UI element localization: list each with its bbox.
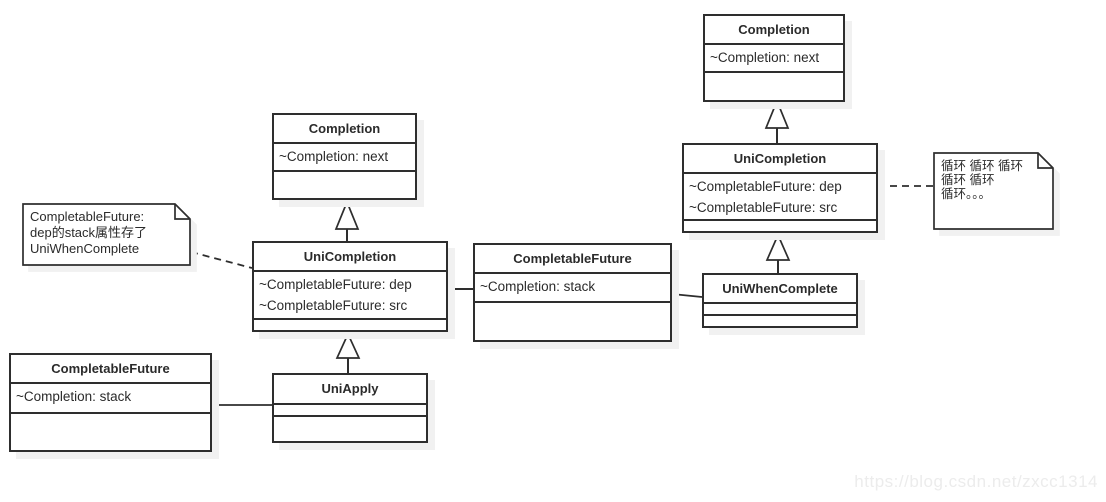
note-line: UniWhenComplete — [30, 241, 140, 256]
note-line: 循环。。。 — [941, 187, 992, 201]
class-title: UniApply — [321, 381, 379, 396]
note-line: 循环 循环 — [941, 173, 995, 187]
class-title: Completion — [738, 22, 810, 37]
note-shape-icon — [22, 203, 191, 266]
class-attribute: ~CompletableFuture: dep — [689, 179, 842, 194]
class-title: UniWhenComplete — [722, 281, 838, 296]
inheritance-arrow-unicompletion-to-completion-mid — [334, 199, 360, 241]
class-title: UniCompletion — [733, 151, 827, 166]
class-attribute: ~Completion: next — [710, 50, 820, 65]
class-methods-empty — [684, 219, 876, 231]
class-box-completablefuture-left: CompletableFuture ~Completion: stack — [9, 353, 212, 452]
class-attribute: ~Completion: stack — [480, 279, 596, 294]
class-box-uniwhencomplete: UniWhenComplete — [702, 273, 858, 328]
note-link-left-dashed — [190, 251, 253, 269]
class-attributes-empty — [704, 302, 856, 314]
class-attributes-empty — [274, 403, 426, 415]
note-shape-icon — [933, 152, 1054, 230]
class-methods-empty — [274, 415, 426, 441]
class-title: CompletableFuture — [51, 361, 170, 376]
class-box-unicompletion-mid: UniCompletion ~CompletableFuture: dep ~C… — [252, 241, 448, 332]
class-box-uniapply: UniApply — [272, 373, 428, 443]
class-attributes: ~CompletableFuture: dep ~CompletableFutu… — [254, 270, 446, 318]
class-box-completablefuture-mid: CompletableFuture ~Completion: stack — [473, 243, 672, 342]
class-methods-empty — [705, 71, 843, 100]
class-attribute: ~Completion: next — [279, 149, 389, 164]
class-methods-empty — [274, 170, 415, 198]
note-line: CompletableFuture: — [30, 209, 145, 224]
class-methods-empty — [254, 318, 446, 330]
note-text: CompletableFuture: dep的stack属性存了 UniWhen… — [30, 209, 175, 257]
inheritance-arrow-unicompletion-to-completion-right — [764, 98, 790, 143]
class-attributes: ~Completion: stack — [475, 272, 670, 301]
class-attribute: ~CompletableFuture: src — [689, 200, 838, 215]
inheritance-arrow-uniwhencomplete-to-unicompletion — [765, 232, 791, 273]
class-attribute: ~CompletableFuture: dep — [259, 277, 412, 292]
class-methods-empty — [11, 412, 210, 450]
class-box-completion-top-right: Completion ~Completion: next — [703, 14, 845, 102]
class-attributes: ~Completion: next — [274, 142, 415, 170]
class-title: Completion — [308, 121, 381, 136]
class-title: UniCompletion — [303, 249, 397, 264]
class-attributes: ~CompletableFuture: dep ~CompletableFutu… — [684, 172, 876, 219]
class-methods-empty — [475, 301, 670, 340]
inheritance-arrow-uniapply-to-unicompletion — [335, 331, 361, 373]
class-methods-empty — [704, 314, 856, 326]
note-line: 循环 循环 循环 — [941, 159, 1023, 173]
class-box-completion-mid: Completion ~Completion: next — [272, 113, 417, 200]
class-attributes: ~Completion: stack — [11, 382, 210, 412]
class-attribute: ~Completion: stack — [16, 389, 132, 404]
association-completablefuture-uniwhencomplete — [671, 293, 703, 298]
class-attributes: ~Completion: next — [705, 43, 843, 71]
watermark-text: https://blog.csdn.net/zxcc1314 — [854, 472, 1098, 491]
note-left: CompletableFuture: dep的stack属性存了 UniWhen… — [22, 203, 191, 266]
class-box-unicompletion-right: UniCompletion ~CompletableFuture: dep ~C… — [682, 143, 878, 233]
note-right: 循环 循环 循环 循环 循环 循环。。。 — [933, 152, 1054, 230]
note-text: 循环 循环 循环 循环 循环 循环。。。 — [941, 159, 1038, 201]
class-attribute: ~CompletableFuture: src — [259, 298, 408, 313]
class-title: CompletableFuture — [513, 251, 632, 266]
note-line: dep的stack属性存了 — [30, 225, 148, 240]
